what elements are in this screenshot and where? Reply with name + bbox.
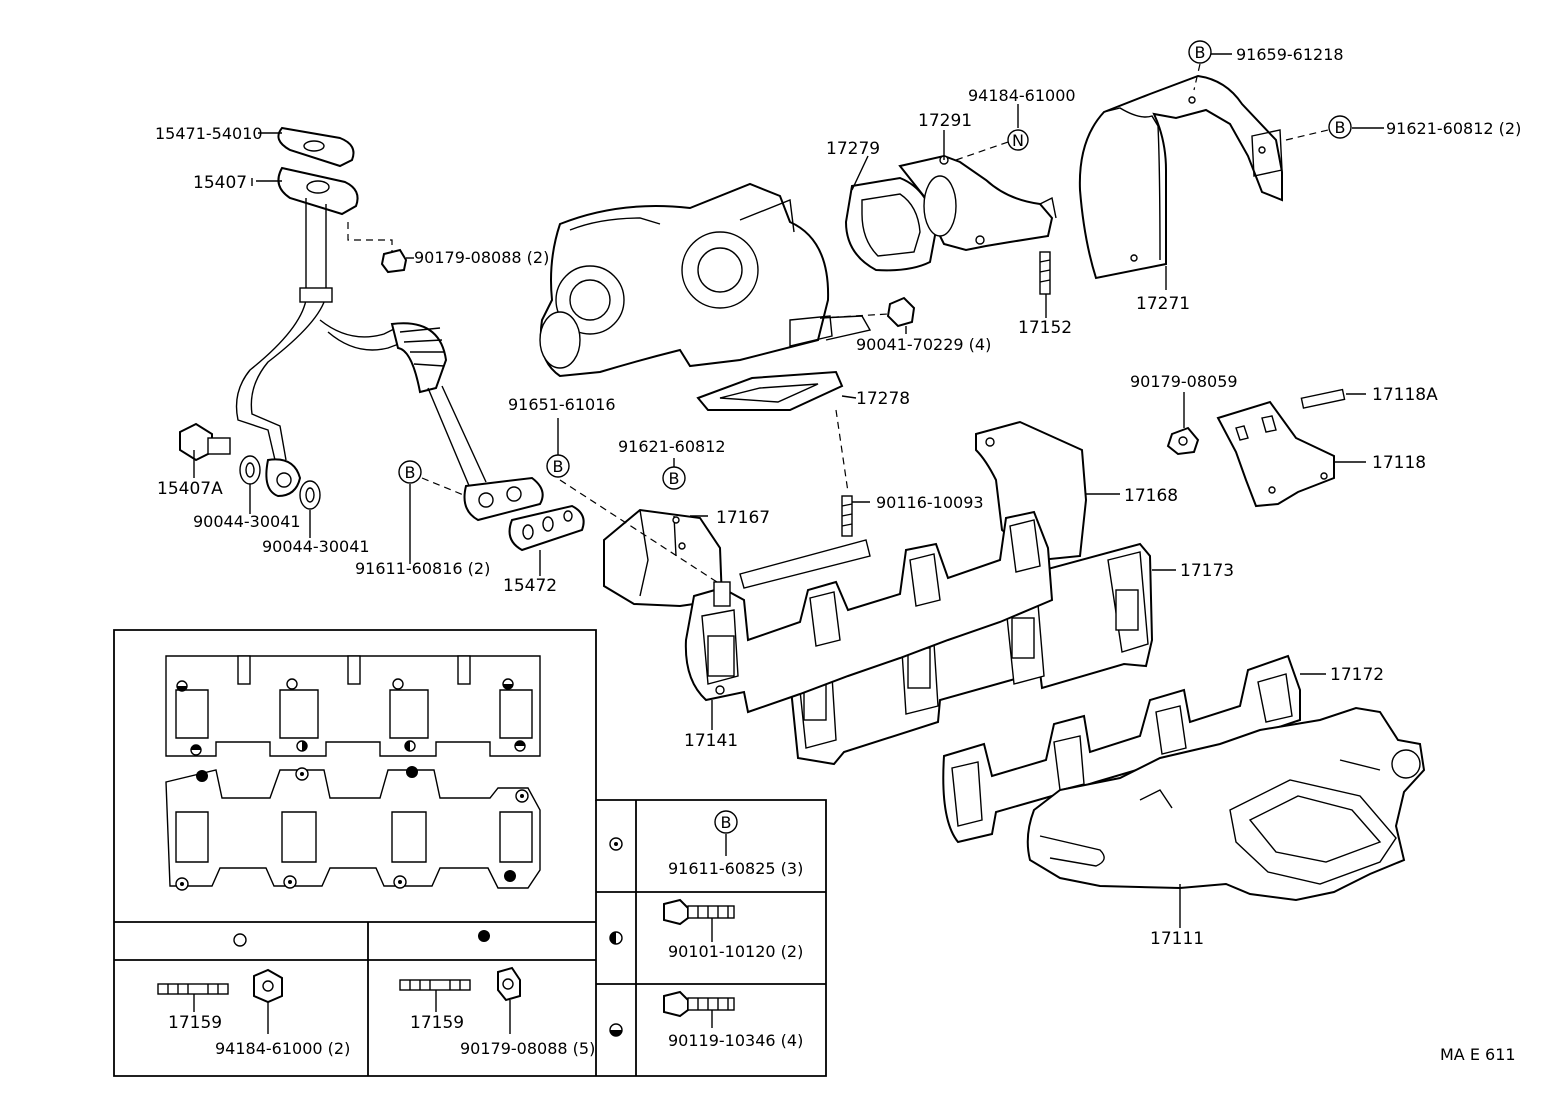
legend-94184-61000: 94184-61000 (2) [215, 1039, 350, 1058]
b-marker-91621b: B [1328, 115, 1352, 139]
label-17279: 17279 [826, 139, 880, 159]
svg-text:B: B [1195, 43, 1206, 62]
label-90041-70229: 90041-70229 (4) [856, 335, 991, 354]
legend-17159-open: 17159 [168, 1013, 222, 1033]
drawing-code: MA E 611 [1440, 1045, 1516, 1064]
b-marker-91621a: B [662, 466, 686, 490]
nut-90179a-shape [380, 248, 408, 274]
turbine-outlet-elbow [844, 129, 1057, 295]
svg-text:B: B [1335, 118, 1346, 137]
legend-box: 17159 94184-61000 (2) 17159 90179-08088 … [113, 629, 827, 1077]
label-15407: 15407 [193, 173, 247, 193]
label-91611-60816: 91611-60816 (2) [355, 559, 490, 578]
turbocharger [539, 182, 872, 378]
svg-text:B: B [669, 469, 680, 488]
label-90179-08059: 90179-08059 [1130, 372, 1238, 391]
b-marker-91611: B [398, 460, 422, 484]
label-17173: 17173 [1180, 561, 1234, 581]
n-marker-94184: N [1012, 131, 1024, 150]
label-17118: 17118 [1372, 453, 1426, 473]
insulator-17167-shape [603, 508, 724, 608]
open-circle-symbol [233, 933, 247, 947]
label-17168: 17168 [1124, 486, 1178, 506]
legend-lower-gasket [165, 769, 541, 889]
label-90179-08088: 90179-08088 (2) [414, 248, 549, 267]
oil-pipe-assembly [179, 126, 585, 552]
label-15407A: 15407A [157, 479, 223, 499]
b-marker-91651: B [546, 454, 570, 478]
reference-markers: B B B B B N [398, 40, 1352, 490]
label-17172: 17172 [1330, 665, 1384, 685]
stud-17159-open-shape [157, 983, 229, 995]
legend-90101-10120: 90101-10120 (2) [668, 942, 803, 961]
svg-text:B: B [553, 457, 564, 476]
label-17278: 17278 [856, 389, 910, 409]
label-17152: 17152 [1018, 318, 1072, 338]
label-15471-54010: 15471-54010 [155, 124, 263, 143]
stud-17159-filled-shape [399, 979, 471, 991]
b-marker-91659: B [1188, 40, 1212, 64]
label-15472: 15472 [503, 576, 557, 596]
manifold-heat-shield [603, 420, 1088, 608]
legend-upper-gasket [165, 655, 541, 757]
label-90044-30041-b: 90044-30041 [262, 537, 370, 556]
heat-insulator-17271 [1078, 63, 1329, 280]
filled-circle-symbol [478, 930, 490, 942]
union-bolt-15407A-shape [179, 422, 213, 462]
label-17291: 17291 [918, 111, 972, 131]
label-91659-61218: 91659-61218 [1236, 45, 1344, 64]
label-90044-30041-a: 90044-30041 [193, 512, 301, 531]
legend-17159-filled: 17159 [410, 1013, 464, 1033]
label-17271: 17271 [1136, 294, 1190, 314]
legend-91611-60825: 91611-60825 (3) [668, 859, 803, 878]
label-17111: 17111 [1150, 929, 1204, 949]
label-91621-60812-a: 91621-60812 [618, 437, 726, 456]
svg-text:B: B [405, 463, 416, 482]
stud-17118A-shape [1300, 388, 1346, 409]
legend-90119-10346: 90119-10346 (4) [668, 1031, 803, 1050]
part-labels: 15471-54010 15407 90179-08088 (2) 15407A… [155, 45, 1521, 949]
legend-90179-08088: 90179-08088 (5) [460, 1039, 595, 1058]
svg-text:N: N [1012, 131, 1024, 150]
label-17167: 17167 [716, 508, 770, 528]
intake-manifold-group [942, 654, 1426, 902]
insulator-17168-shape [975, 420, 1088, 562]
svg-text:B: B [721, 813, 732, 832]
turbo-mount-hardware [696, 296, 916, 537]
exhaust-manifold-17141 [421, 477, 1054, 714]
label-91651-61016: 91651-61016 [508, 395, 616, 414]
label-90116-10093: 90116-10093 [876, 493, 984, 512]
stud-17152-shape [1039, 251, 1051, 295]
exhaust-manifold-gasket-17173 [784, 542, 1154, 766]
bracket-17118-group [1166, 388, 1346, 508]
label-94184-61000: 94184-61000 [968, 86, 1076, 105]
leader-lines [193, 53, 1384, 928]
label-17118A: 17118A [1372, 385, 1438, 405]
label-91621-60812-b: 91621-60812 (2) [1386, 119, 1521, 138]
label-17141: 17141 [684, 731, 738, 751]
